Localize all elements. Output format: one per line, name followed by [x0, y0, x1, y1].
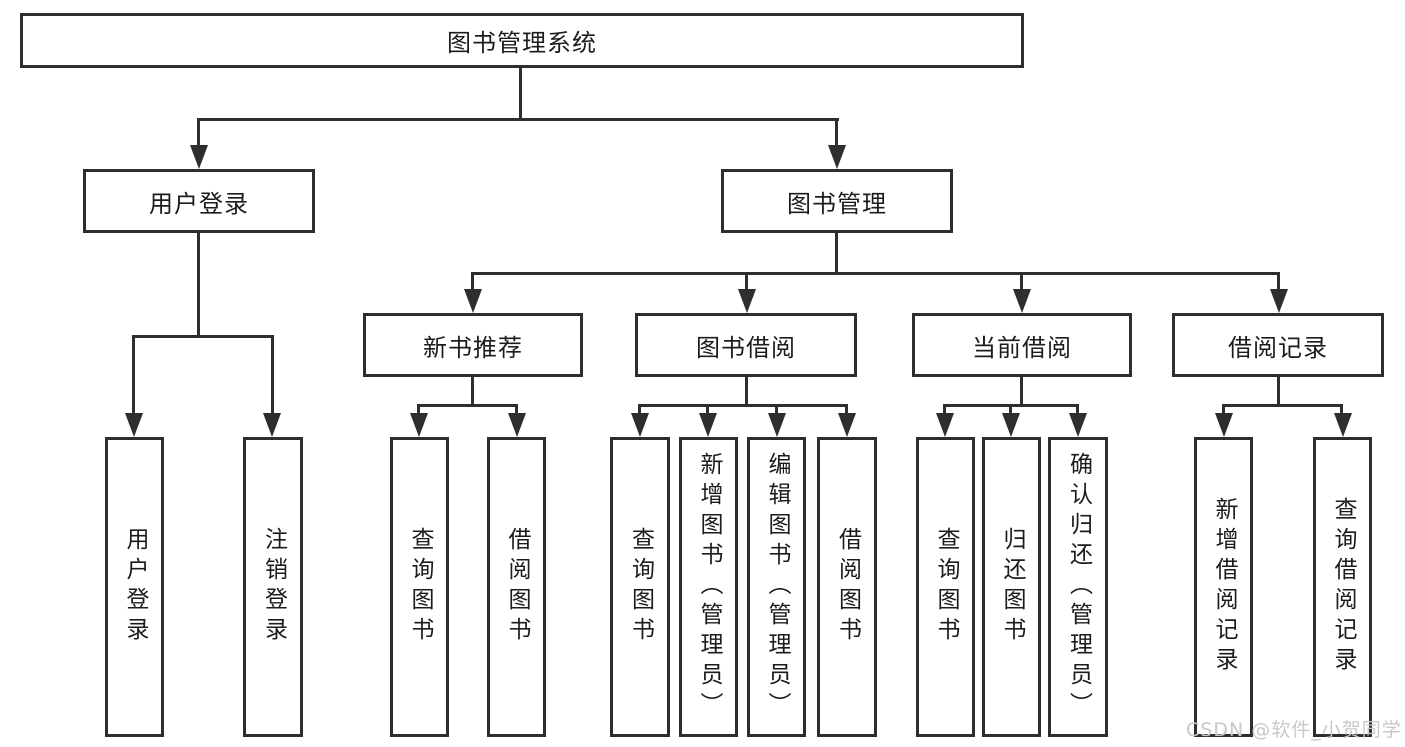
connector-shaft	[638, 404, 641, 417]
connector-shaft	[1222, 404, 1225, 417]
connector-shaft	[197, 118, 200, 148]
connector-l2-branch	[198, 118, 839, 121]
leaf-label: 编辑图书（管理员）	[764, 452, 790, 722]
arrowhead-down	[1069, 413, 1087, 437]
node-leaf-borrow-books-1: 借阅图书	[487, 437, 546, 737]
connector-user-login-stem	[197, 233, 200, 338]
leaf-label: 借阅图书	[504, 527, 530, 647]
connector-shaft	[1277, 272, 1280, 292]
connector-shaft	[835, 118, 838, 148]
node-new-book-recommend: 新书推荐	[363, 313, 583, 377]
connector-shaft	[1020, 272, 1023, 292]
arrowhead-down	[410, 413, 428, 437]
arrowhead-down	[1013, 289, 1031, 313]
connector-shaft	[706, 404, 709, 417]
connector-shaft	[1009, 404, 1012, 417]
arrowhead-down	[508, 413, 526, 437]
connector-shaft	[845, 404, 848, 417]
connector-current-borrow-stem	[1020, 377, 1023, 407]
connector-shaft	[775, 404, 778, 417]
connector-l3-branch	[472, 272, 1280, 275]
leaf-label: 查询借阅记录	[1330, 497, 1356, 677]
connector-book-borrow-stem	[745, 377, 748, 407]
node-borrowing-records: 借阅记录	[1172, 313, 1384, 377]
arrowhead-down	[768, 413, 786, 437]
node-leaf-edit-books-admin: 编辑图书（管理员）	[747, 437, 806, 737]
arrowhead-down	[828, 145, 846, 169]
node-leaf-query-books-2: 查询图书	[610, 437, 670, 737]
connector-book-management-stem	[835, 233, 838, 275]
arrowhead-down	[464, 289, 482, 313]
connector-shaft	[417, 404, 420, 417]
connector-borrow-records-stem	[1277, 377, 1280, 407]
leaf-label: 新增图书（管理员）	[696, 452, 722, 722]
leaf-label: 借阅图书	[834, 527, 861, 647]
node-library-management-system: 图书管理系统	[20, 13, 1024, 68]
leaf-label: 确认归还（管理员）	[1065, 452, 1092, 722]
connector-g1-branch	[132, 335, 274, 338]
csdn-watermark: CSDN @软件_小贺同学	[1186, 719, 1402, 741]
leaf-label: 查询图书	[407, 527, 433, 647]
node-leaf-return-books: 归还图书	[982, 437, 1041, 737]
leaf-label: 查询图书	[933, 527, 959, 647]
connector-shaft	[471, 272, 474, 292]
connector-shaft	[1340, 404, 1343, 417]
node-current-borrowing: 当前借阅	[912, 313, 1132, 377]
node-leaf-query-borrow-record: 查询借阅记录	[1313, 437, 1372, 737]
leaf-label: 注销登录	[260, 527, 287, 647]
connector-shaft	[745, 272, 748, 292]
leaf-label: 新增借阅记录	[1211, 497, 1237, 677]
node-leaf-user-login: 用户登录	[105, 437, 164, 737]
arrowhead-down	[1334, 413, 1352, 437]
arrowhead-down	[125, 413, 143, 437]
connector-new-book-stem	[471, 377, 474, 407]
connector-g2-branch	[417, 404, 518, 407]
arrowhead-down	[936, 413, 954, 437]
arrowhead-down	[631, 413, 649, 437]
arrowhead-down	[699, 413, 717, 437]
node-leaf-add-books-admin: 新增图书（管理员）	[679, 437, 738, 737]
connector-g5-branch	[1222, 404, 1343, 407]
arrowhead-down	[1002, 413, 1020, 437]
connector-shaft	[271, 335, 274, 416]
node-leaf-query-books-1: 查询图书	[390, 437, 449, 737]
leaf-label: 用户登录	[122, 527, 148, 647]
arrowhead-down	[263, 413, 281, 437]
arrowhead-down	[190, 145, 208, 169]
node-leaf-query-books-3: 查询图书	[916, 437, 975, 737]
arrowhead-down	[1270, 289, 1288, 313]
node-leaf-confirm-return-admin: 确认归还（管理员）	[1048, 437, 1108, 737]
node-leaf-add-borrow-record: 新增借阅记录	[1194, 437, 1253, 737]
connector-shaft	[132, 335, 135, 416]
leaf-label: 归还图书	[999, 527, 1025, 647]
connector-shaft	[943, 404, 946, 417]
connector-shaft	[515, 404, 518, 417]
node-leaf-borrow-books-2: 借阅图书	[817, 437, 877, 737]
connector-root-stem	[519, 68, 522, 121]
node-book-borrowing: 图书借阅	[635, 313, 857, 377]
connector-shaft	[1076, 404, 1079, 417]
node-user-login: 用户登录	[83, 169, 315, 233]
node-leaf-logout: 注销登录	[243, 437, 303, 737]
arrowhead-down	[838, 413, 856, 437]
node-book-management: 图书管理	[721, 169, 953, 233]
connector-g3-branch	[638, 404, 848, 407]
leaf-label: 查询图书	[627, 527, 654, 647]
arrowhead-down	[1215, 413, 1233, 437]
arrowhead-down	[738, 289, 756, 313]
